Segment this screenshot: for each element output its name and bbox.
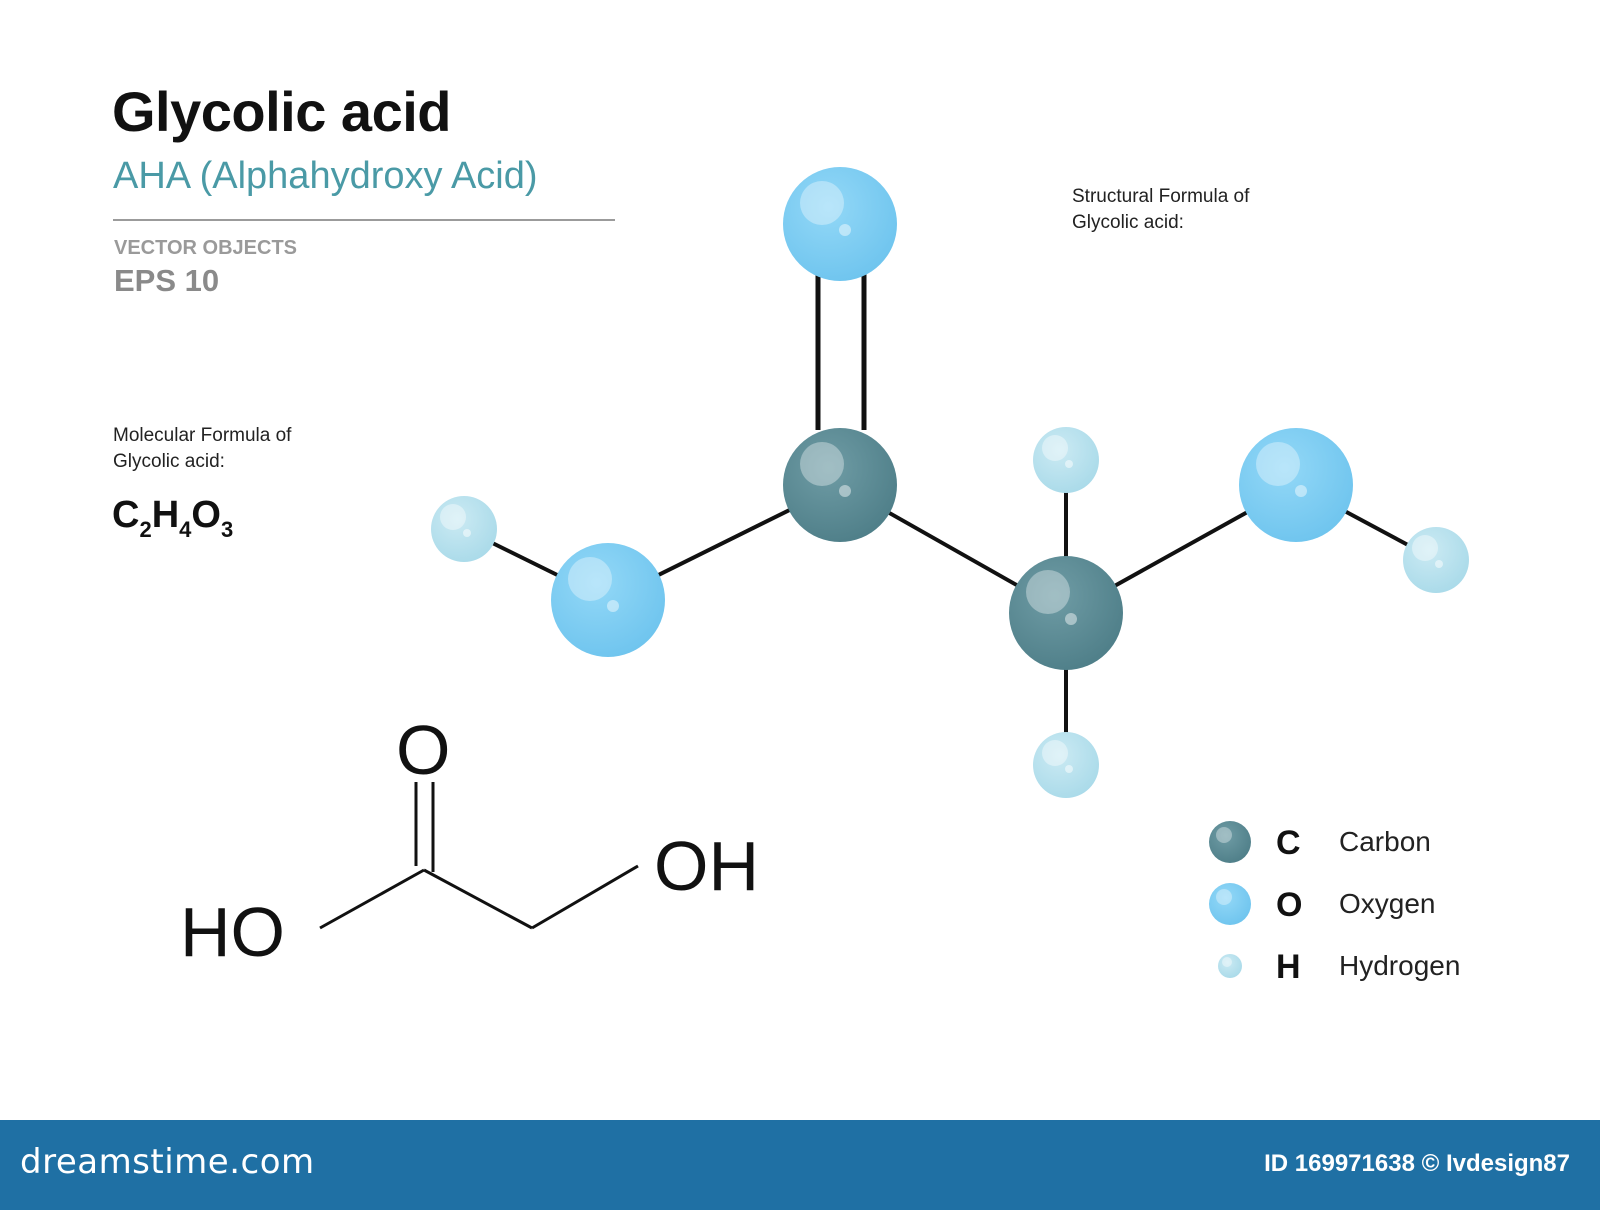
structural-formula-label-line2: Glycolic acid: bbox=[1072, 212, 1184, 233]
structural-formula-label-line1: Structural Formula of bbox=[1072, 186, 1250, 207]
structural-formula-label: Structural Formula of Glycolic acid: bbox=[1072, 184, 1249, 236]
legend-name-hydrogen: Hydrogen bbox=[1339, 950, 1460, 981]
legend-item-hydrogen: H Hydrogen bbox=[1218, 948, 1460, 986]
skeletal-bond-cc bbox=[423, 868, 533, 930]
legend-item-oxygen: O Oxygen bbox=[1209, 883, 1436, 925]
hydrogen-atom-bottom bbox=[1033, 732, 1099, 798]
oxygen-atom-top bbox=[783, 167, 897, 281]
molecule-diagram: O HO OH C Carbon O Oxygen H Hydrogen bbox=[180, 167, 1469, 986]
oxygen-atom-right bbox=[1239, 428, 1353, 542]
formula-count-c: 2 bbox=[139, 517, 152, 542]
vector-objects-label: VECTOR OBJECTS bbox=[114, 237, 297, 259]
formula-element-c: C bbox=[112, 494, 140, 536]
legend-item-carbon: C Carbon bbox=[1209, 821, 1431, 863]
legend-symbol-carbon: C bbox=[1276, 824, 1301, 862]
legend-name-carbon: Carbon bbox=[1339, 826, 1431, 857]
hydrogen-atom-right bbox=[1403, 527, 1469, 593]
skeletal-bond-oh bbox=[531, 864, 639, 930]
legend-symbol-oxygen: O bbox=[1276, 886, 1302, 924]
eps-label: EPS 10 bbox=[114, 263, 220, 298]
page-title: Glycolic acid bbox=[112, 80, 452, 143]
molecular-formula-label-line1: Molecular Formula of bbox=[113, 425, 292, 446]
formula-count-o: 3 bbox=[220, 517, 234, 542]
carbon-atom-2 bbox=[1009, 556, 1123, 670]
hydrogen-atom-top bbox=[1033, 427, 1099, 493]
hydrogen-atom-left bbox=[431, 496, 497, 562]
atoms-layer bbox=[431, 167, 1469, 798]
oxygen-atom-left bbox=[551, 543, 665, 657]
skeletal-label-o: O bbox=[396, 711, 450, 789]
formula-element-o: O bbox=[191, 494, 221, 536]
title-divider bbox=[113, 219, 615, 221]
footer-bar: dreamstime.com ID 169971638 © Ivdesign87 bbox=[0, 1120, 1600, 1210]
skeletal-label-oh: OH bbox=[654, 827, 759, 905]
legend: C Carbon O Oxygen H Hydrogen bbox=[1209, 821, 1460, 986]
footer-image-id: ID 169971638 © Ivdesign87 bbox=[1264, 1150, 1570, 1177]
carbon-atom-1 bbox=[783, 428, 897, 542]
skeletal-formula: O HO OH bbox=[180, 711, 759, 971]
legend-name-oxygen: Oxygen bbox=[1339, 888, 1436, 919]
page-subtitle: AHA (Alphahydroxy Acid) bbox=[113, 155, 538, 197]
legend-symbol-hydrogen: H bbox=[1276, 948, 1301, 986]
molecular-formula-label: Molecular Formula of Glycolic acid: bbox=[113, 423, 291, 475]
molecular-formula-label-line2: Glycolic acid: bbox=[113, 451, 225, 472]
skeletal-label-ho: HO bbox=[180, 893, 285, 971]
skeletal-bond-ho bbox=[319, 868, 425, 930]
molecular-formula: C2H4O3 bbox=[112, 494, 233, 541]
footer-brand-logo[interactable]: dreamstime.com bbox=[20, 1142, 315, 1182]
formula-element-h: H bbox=[151, 494, 180, 536]
formula-count-h: 4 bbox=[179, 517, 192, 542]
